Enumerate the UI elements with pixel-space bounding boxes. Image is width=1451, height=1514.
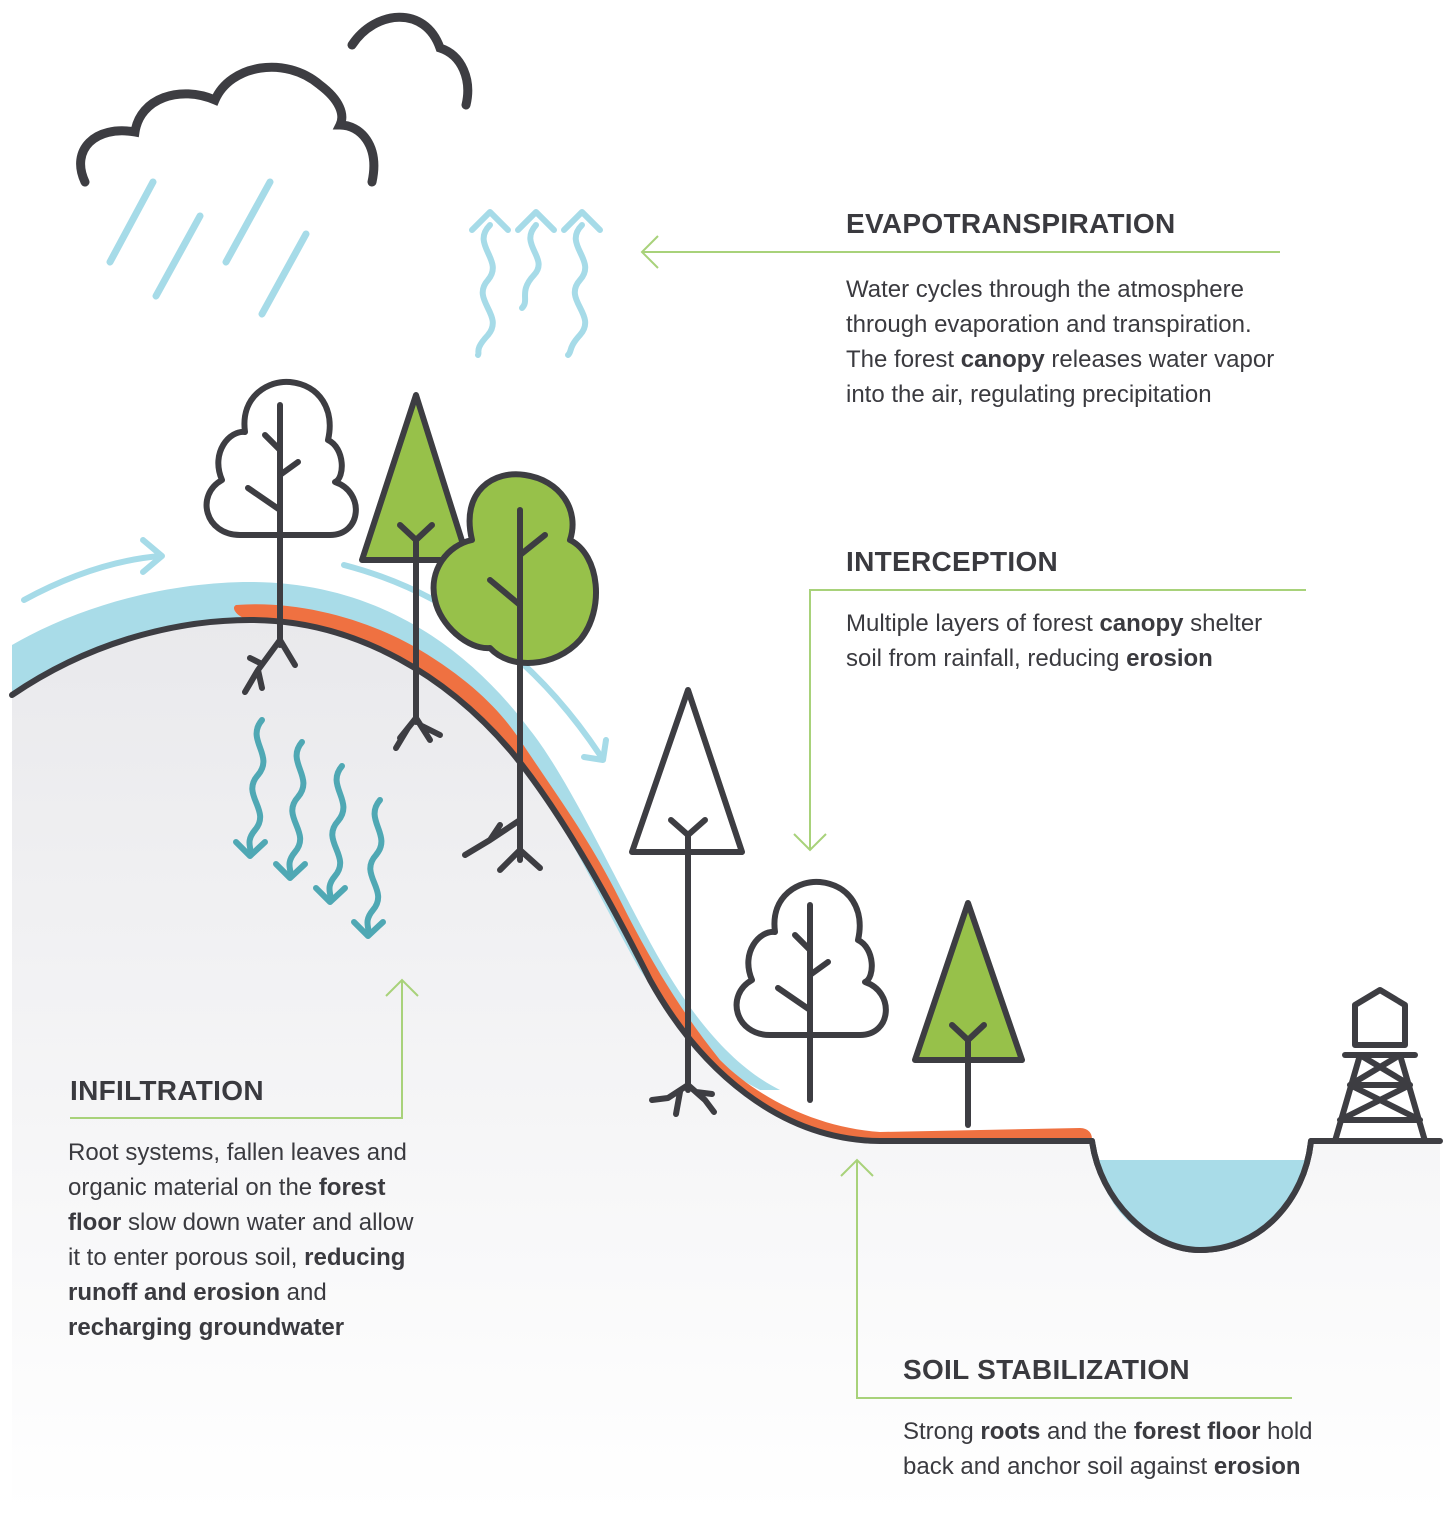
- body-text: Root systems, fallen leaves and organic …: [68, 1139, 407, 1201]
- emphasis-text: forest floor: [1133, 1418, 1261, 1445]
- emphasis-text: canopy: [960, 346, 1045, 373]
- infiltration-body: Root systems, fallen leaves and organic …: [68, 1135, 428, 1345]
- interception-title: INTERCEPTION: [846, 546, 1059, 577]
- infiltration-leader: [70, 978, 419, 1119]
- pond-water: [1097, 1160, 1306, 1248]
- emphasis-text: canopy: [1099, 610, 1184, 637]
- cloud-icon: [76, 12, 473, 187]
- vapor-icon: [469, 209, 603, 358]
- evapotranspiration-leader: [640, 235, 1280, 269]
- deciduous-tree-icon: [430, 471, 599, 873]
- interception-leader: [793, 589, 1306, 852]
- emphasis-text: recharging groundwater: [68, 1314, 345, 1341]
- evapotranspiration-title: EVAPOTRANSPIRATION: [846, 208, 1176, 239]
- soil-stabilization-body: Strong roots and the forest floor hold b…: [903, 1414, 1323, 1484]
- hill-ground: [12, 620, 1440, 1514]
- body-text: and the: [1040, 1418, 1134, 1445]
- deciduous-tree-icon: [733, 878, 889, 1103]
- water-tower-icon: [1332, 987, 1428, 1144]
- infiltration-section: INFILTRATION Root systems, fallen leaves…: [68, 1075, 428, 1341]
- emphasis-text: reducing runoff and erosion: [68, 1244, 406, 1306]
- deciduous-tree-icon: [203, 378, 359, 648]
- soil-stabilization-leader: [840, 1158, 1292, 1399]
- interception-body: Multiple layers of forest canopy shelter…: [846, 606, 1286, 676]
- evapotranspiration-section: EVAPOTRANSPIRATION Water cycles through …: [846, 208, 1286, 408]
- pond-outline: [1089, 1138, 1314, 1254]
- body-text: Multiple layers of forest: [846, 610, 1100, 637]
- conifer-tree-icon: [912, 900, 1025, 1128]
- interception-section: INTERCEPTION Multiple layers of forest c…: [846, 546, 1286, 672]
- body-text: slow down water and allow it to enter po…: [68, 1209, 414, 1271]
- body-text: Water cycles through the atmosphere thro…: [846, 276, 1252, 373]
- emphasis-text: roots: [980, 1418, 1041, 1445]
- emphasis-text: erosion: [1213, 1453, 1301, 1480]
- emphasis-text: forest floor: [68, 1174, 386, 1236]
- evapotranspiration-body: Water cycles through the atmosphere thro…: [846, 272, 1286, 412]
- body-text: Strong: [903, 1418, 981, 1445]
- conifer-tree-icon: [359, 392, 471, 751]
- soil-stabilization-title: SOIL STABILIZATION: [903, 1354, 1190, 1385]
- soil-stabilization-section: SOIL STABILIZATION Strong roots and the …: [903, 1354, 1323, 1480]
- body-text: and: [280, 1279, 327, 1306]
- body-text: hold back and anchor soil against: [903, 1418, 1313, 1480]
- infiltration-arrows: [233, 717, 386, 939]
- rain-icon: [106, 178, 310, 318]
- root-icon: [242, 637, 298, 695]
- infiltration-title: INFILTRATION: [70, 1075, 264, 1106]
- body-text: releases water vapor into the air, regul…: [846, 346, 1275, 408]
- emphasis-text: erosion: [1126, 645, 1213, 672]
- conifer-tree-icon: [629, 687, 745, 1117]
- body-text: shelter soil from rainfall, reducing: [846, 610, 1263, 672]
